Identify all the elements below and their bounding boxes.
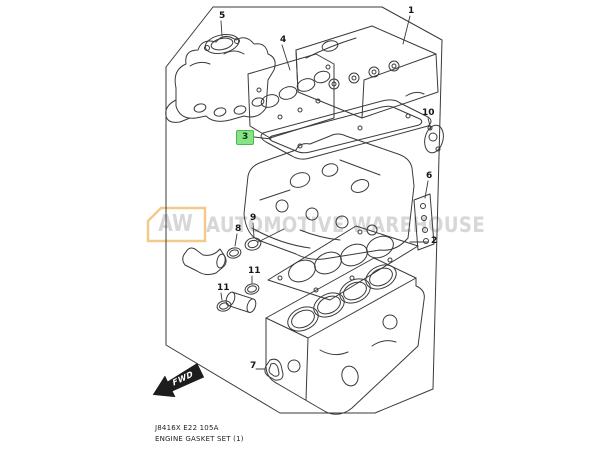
callout-7[interactable]: 7: [250, 361, 257, 371]
part-cam-seal: [264, 358, 284, 381]
part-small-flange-gasket: [424, 124, 444, 154]
callout-9[interactable]: 9: [250, 213, 257, 223]
callout-5[interactable]: 5: [219, 11, 226, 21]
part-connector-pipe: [225, 291, 257, 313]
watermark-logo-text: AW: [158, 211, 193, 237]
part-cylinder-block: [265, 257, 425, 415]
part-side-flange: [413, 193, 435, 251]
callout-8[interactable]: 8: [235, 224, 242, 234]
callout-11a[interactable]: 11: [248, 266, 261, 276]
callout-2[interactable]: 2: [431, 236, 438, 246]
callout-3-highlighted[interactable]: 3: [236, 130, 255, 145]
watermark-logo-outline-icon: [146, 206, 207, 243]
part-egr-gasket: [204, 34, 240, 54]
part-o-rings: [216, 237, 262, 312]
part-cylinder-head-cover: [295, 25, 439, 119]
footer-caption: J8416X E22 105A ENGINE GASKET SET (1): [155, 423, 244, 445]
watermark-logo: AW: [146, 206, 208, 244]
callout-11b[interactable]: 11: [217, 283, 230, 293]
part-cylinder-head: [243, 133, 415, 260]
callout-1[interactable]: 1: [408, 6, 415, 16]
callout-6[interactable]: 6: [426, 171, 433, 181]
part-head-cover-gasket: [260, 99, 432, 160]
part-water-outlet-pipe: [182, 247, 227, 276]
part-exhaust-manifold: [165, 36, 276, 123]
footer-diagram-title: ENGINE GASKET SET (1): [155, 435, 244, 444]
callout-10[interactable]: 10: [422, 108, 435, 118]
callout-4[interactable]: 4: [280, 35, 287, 45]
leader-lines: [220, 15, 432, 370]
diagram-frame: [165, 6, 443, 414]
footer-part-code: J8416X E22 105A: [155, 424, 219, 432]
